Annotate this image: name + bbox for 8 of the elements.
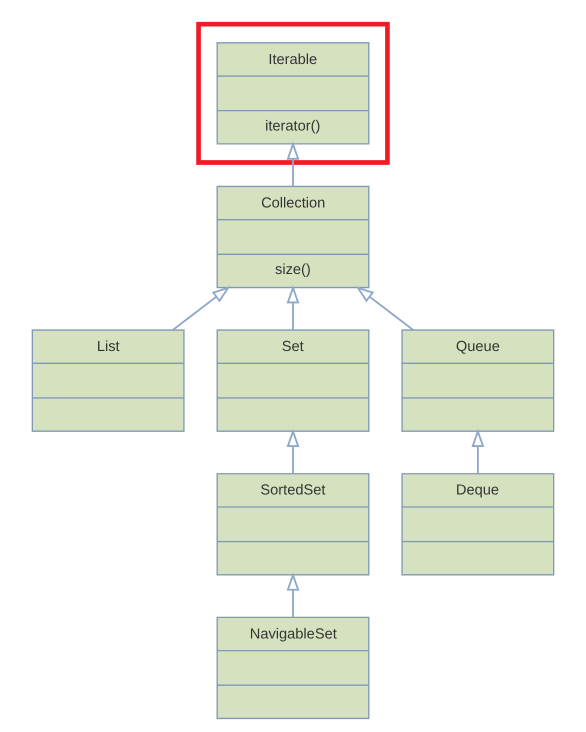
arrow [286, 141, 300, 186]
arrow [286, 572, 300, 618]
arrow [286, 428, 300, 474]
arrow [286, 285, 300, 330]
arrow [471, 428, 484, 474]
arrow [172, 286, 230, 331]
cluster [196, 22, 390, 165]
arrow [356, 286, 414, 331]
